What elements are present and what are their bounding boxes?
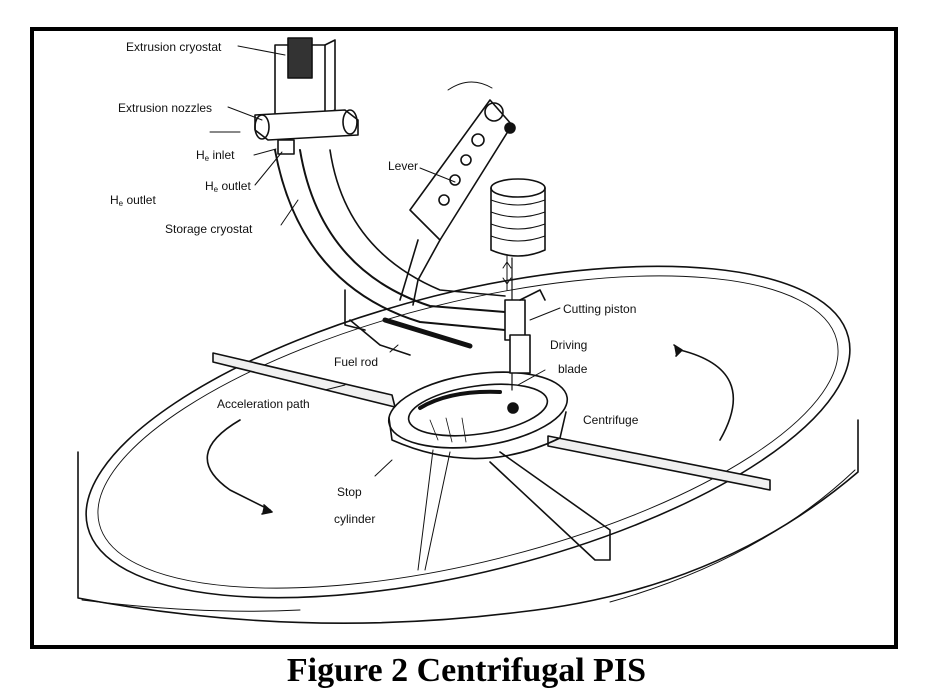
label-fuel-rod: Fuel rod — [334, 355, 379, 369]
label-stop-cylinder-line2: cylinder — [334, 512, 376, 526]
he-outlet-near-sub: e — [213, 185, 219, 194]
label-he-outlet-near: He outlet — [205, 179, 251, 197]
figure-caption: Figure 2 Centrifugal PIS — [286, 652, 647, 689]
cutting-piston — [504, 289, 546, 374]
label-lever: Lever — [388, 159, 419, 173]
stop-cylinder — [387, 371, 569, 460]
label-he-inlet: He inlet — [196, 148, 234, 166]
figure-frame — [30, 27, 898, 649]
he-inlet-rest: inlet — [209, 148, 235, 162]
label-extrusion-nozzles: Extrusion nozzles — [118, 101, 213, 115]
label-centrifuge: Centrifuge — [583, 413, 639, 427]
he-outlet-near-main: H — [205, 179, 214, 193]
label-driving-blade-line2: blade — [558, 362, 588, 376]
he-inlet-main: H — [196, 148, 205, 162]
base-slab — [77, 419, 859, 624]
leader-lines — [227, 45, 561, 477]
label-he-outlet-far: He outlet — [110, 193, 156, 211]
lever-arm — [399, 81, 516, 306]
label-driving-blade-line1: Driving — [550, 338, 588, 352]
label-cutting-piston: Cutting piston — [563, 302, 637, 316]
he-outlet-far-sub: e — [118, 199, 124, 208]
rotation-arrows — [206, 344, 735, 515]
label-stop-cylinder-line1: Stop — [337, 485, 362, 499]
extrusion-cryostat — [209, 37, 359, 155]
label-extrusion-cryostat: Extrusion cryostat — [126, 40, 222, 54]
he-inlet-sub: e — [204, 154, 210, 163]
he-outlet-far-rest: outlet — [123, 193, 156, 207]
he-outlet-far-main: H — [110, 193, 119, 207]
label-storage-cryostat: Storage cryostat — [165, 222, 253, 236]
label-acceleration-path: Acceleration path — [217, 397, 310, 411]
he-outlet-near-rest: outlet — [218, 179, 251, 193]
